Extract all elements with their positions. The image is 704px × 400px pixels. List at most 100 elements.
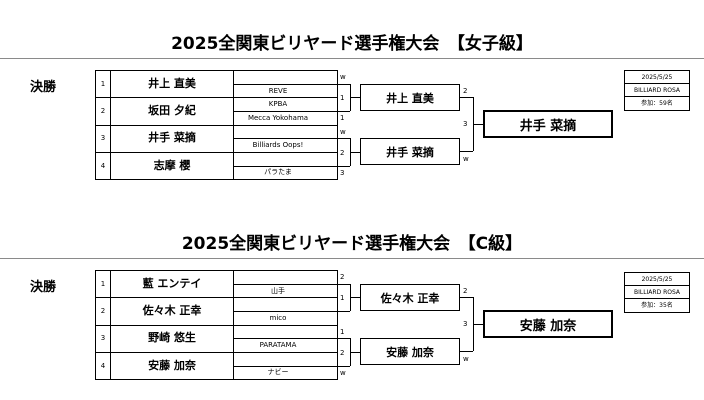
bracket-line (460, 297, 473, 298)
bracket-line (350, 97, 360, 98)
match-score: w (463, 355, 469, 363)
final-score: 3 (463, 320, 468, 328)
club-divider (233, 366, 338, 367)
seed-number: 4 (100, 162, 106, 170)
row-divider (95, 125, 233, 126)
club-divider (233, 138, 338, 139)
row-divider (95, 325, 233, 326)
match-score: 1 (340, 94, 345, 102)
match-score: 1 (340, 114, 345, 122)
event-venue: BILLIARD ROSA (625, 84, 689, 97)
bracket-line (338, 166, 350, 167)
player-club: パラたま (264, 168, 292, 176)
player-club: PARATAMA (259, 341, 297, 349)
bracket-line (460, 97, 473, 98)
seed-number: 1 (100, 80, 106, 88)
champion-box: 安藤 加奈 (483, 310, 613, 338)
match-score: w (463, 155, 469, 163)
club-divider (233, 152, 338, 153)
club-divider (233, 111, 338, 112)
player-name: 野崎 悠生 (148, 331, 196, 344)
club-divider (233, 325, 338, 326)
row-divider (95, 297, 233, 298)
player-name: 井手 菜摘 (148, 131, 196, 144)
match-score: 2 (340, 273, 345, 281)
bracket-line (473, 324, 483, 325)
bracket-line (350, 152, 360, 153)
bracket-line (338, 366, 350, 367)
bracket-line (473, 124, 483, 125)
club-divider (233, 297, 338, 298)
player-club: mico (269, 314, 287, 322)
event-info: 2025/5/25 BILLIARD ROSA 参加：35名 (624, 272, 690, 313)
semifinal-winner-box: 安藤 加奈 (360, 338, 460, 365)
match-score: 2 (463, 287, 468, 295)
club-divider (233, 84, 338, 85)
match-score: 2 (340, 149, 345, 157)
match-score: 1 (340, 328, 345, 336)
bracket-line (460, 151, 473, 152)
seed-number: 3 (100, 334, 106, 342)
round-label: 決勝 (30, 80, 57, 95)
club-divider (233, 125, 338, 126)
club-divider (233, 97, 338, 98)
bracket-line (338, 338, 350, 339)
player-club: KPBA (268, 100, 288, 108)
bracket-line (350, 352, 360, 353)
player-name: 志摩 櫻 (153, 159, 191, 172)
player-club: REVE (268, 87, 288, 95)
event-entrants: 参加：59名 (641, 100, 673, 107)
final-score: 3 (463, 120, 468, 128)
match-score: 1 (340, 294, 345, 302)
event-info: 2025/5/25 BILLIARD ROSA 参加：59名 (624, 70, 690, 111)
semifinal-winner-box: 井上 直美 (360, 84, 460, 111)
club-divider (233, 352, 338, 353)
club-divider (233, 338, 338, 339)
player-name: 井上 直美 (148, 77, 196, 90)
match-score: w (340, 128, 346, 136)
player-name: 佐々木 正幸 (142, 304, 202, 317)
player-club: Mecca Yokohama (247, 114, 309, 122)
row-divider (95, 352, 233, 353)
seed-number: 1 (100, 280, 106, 288)
bracket-title: 2025全関東ビリヤード選手権大会 【C級】 (181, 234, 523, 254)
player-club: ナビー (267, 368, 289, 376)
match-score: 3 (340, 169, 345, 177)
bracket-line (350, 297, 360, 298)
bracket-line (460, 351, 473, 352)
bracket-line (338, 311, 350, 312)
player-name: 安藤 加奈 (148, 359, 196, 372)
title-divider (0, 58, 704, 59)
event-venue: BILLIARD ROSA (625, 286, 689, 299)
bracket-line (338, 84, 350, 85)
match-score: w (340, 369, 346, 377)
match-score: 2 (463, 87, 468, 95)
player-club: 山手 (271, 287, 285, 295)
seed-number: 2 (100, 107, 106, 115)
player-name: 藍 エンテイ (142, 277, 202, 290)
semifinal-winner-box: 佐々木 正幸 (360, 284, 460, 311)
event-date: 2025/5/25 (625, 71, 689, 84)
player-name: 坂田 夕紀 (148, 104, 196, 117)
player-club: Billiards Oops! (252, 141, 304, 149)
bracket-line (338, 284, 350, 285)
club-divider (233, 311, 338, 312)
seed-number: 2 (100, 307, 106, 315)
seed-number: 3 (100, 134, 106, 142)
title-divider (0, 258, 704, 259)
seed-number: 4 (100, 362, 106, 370)
bracket-line (338, 138, 350, 139)
event-date: 2025/5/25 (625, 273, 689, 286)
round-label: 決勝 (30, 280, 57, 295)
bracket-line (338, 111, 350, 112)
club-divider (233, 166, 338, 167)
champion-box: 井手 菜摘 (483, 110, 613, 138)
event-entrants: 参加：35名 (641, 302, 673, 309)
row-divider (95, 97, 233, 98)
club-divider (233, 284, 338, 285)
semifinal-winner-box: 井手 菜摘 (360, 138, 460, 165)
row-divider (95, 152, 233, 153)
match-score: 2 (340, 349, 345, 357)
bracket-title: 2025全関東ビリヤード選手権大会 【女子級】 (171, 34, 533, 54)
match-score: w (340, 73, 346, 81)
